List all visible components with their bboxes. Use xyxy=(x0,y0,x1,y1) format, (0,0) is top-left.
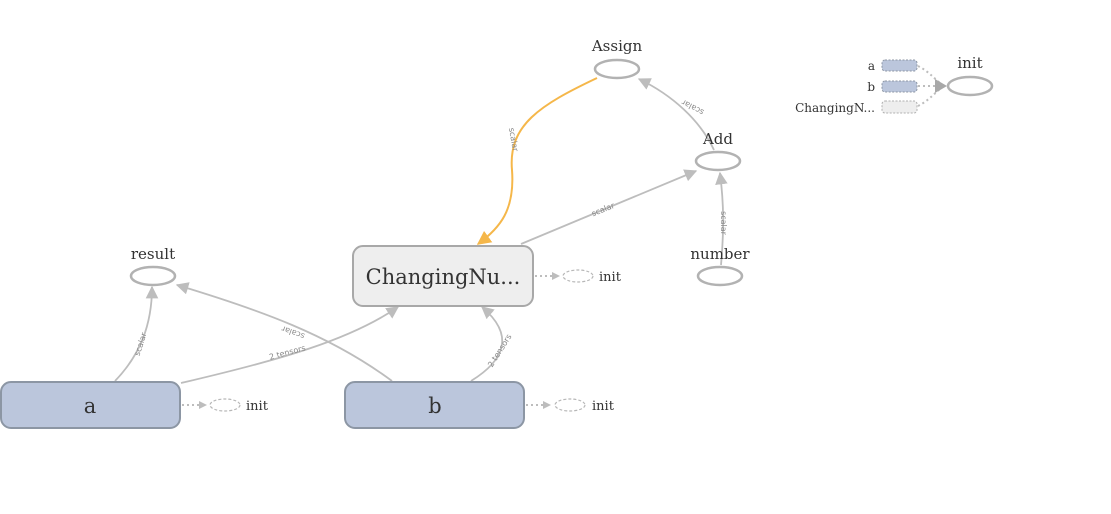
node-add[interactable]: Add xyxy=(694,130,742,172)
init-input-b-box xyxy=(881,80,918,93)
init-stub-b[interactable]: init xyxy=(526,398,615,414)
init-input-changing-label: ChangingN... xyxy=(795,101,875,115)
init-input-a-label: a xyxy=(868,59,875,73)
node-result[interactable]: result xyxy=(129,245,177,287)
node-add-label: Add xyxy=(702,130,733,148)
init-stub-a[interactable]: init xyxy=(182,398,269,414)
edge-label-assign-changing: scalar xyxy=(507,127,520,153)
edge-assign-to-changing[interactable] xyxy=(476,77,598,245)
edge-a-to-result[interactable] xyxy=(114,285,159,382)
edge-label-add-assign: scalar xyxy=(680,97,706,116)
edge-label-a-result: scalar xyxy=(133,331,149,357)
edge-changing-to-add[interactable] xyxy=(520,169,698,245)
init-node[interactable] xyxy=(946,75,994,97)
node-assign[interactable]: Assign xyxy=(591,37,643,80)
init-label-b: init xyxy=(592,399,615,414)
init-input-a-box xyxy=(881,59,918,72)
edge-b-to-changing[interactable] xyxy=(470,306,504,382)
node-b-label: b xyxy=(428,394,441,418)
node-number[interactable]: number xyxy=(690,245,750,287)
edge-a-to-changing[interactable] xyxy=(180,306,400,384)
edge-label-b-changing: 2 tensors xyxy=(486,332,513,368)
node-changing-label: ChangingNu... xyxy=(366,265,521,289)
node-a[interactable]: a xyxy=(0,381,181,429)
init-label-a: init xyxy=(246,399,269,414)
node-changing-number[interactable]: ChangingNu... xyxy=(352,245,534,307)
edge-label-changing-add: scalar xyxy=(590,201,616,219)
edge-add-to-assign[interactable] xyxy=(637,78,715,151)
init-stub-changing[interactable]: init xyxy=(535,269,622,285)
node-assign-label: Assign xyxy=(591,37,643,55)
node-result-label: result xyxy=(131,245,175,263)
edge-label-a-changing: 2 tensors xyxy=(268,343,306,361)
init-input-b-label: b xyxy=(867,80,875,94)
node-a-label: a xyxy=(84,394,97,418)
init-input-changing-box xyxy=(881,100,918,114)
node-number-label: number xyxy=(690,245,750,263)
node-b[interactable]: b xyxy=(344,381,525,429)
edge-label-number-add: scalar xyxy=(719,211,728,236)
edge-b-to-result[interactable] xyxy=(175,282,393,382)
init-node-label: init xyxy=(957,54,982,72)
init-label-changing: init xyxy=(599,270,622,285)
init-group[interactable]: a b ChangingN... init xyxy=(795,54,994,115)
edge-label-b-result: scalar xyxy=(280,324,306,341)
edge-number-to-add[interactable] xyxy=(715,171,728,266)
